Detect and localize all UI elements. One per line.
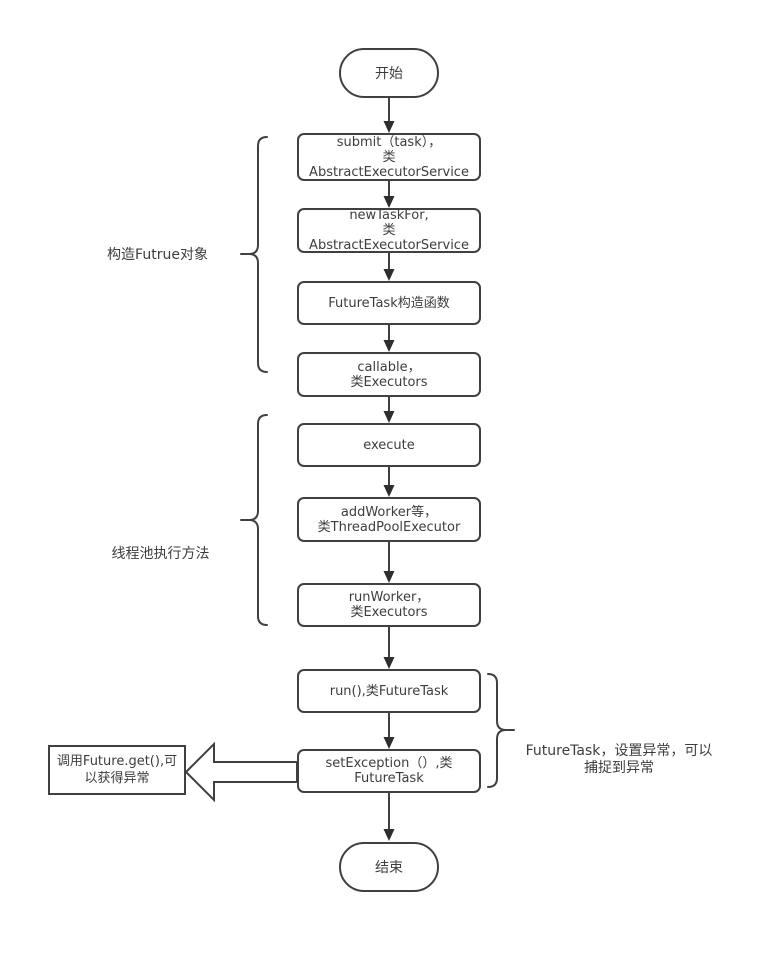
node-text: 结束 <box>375 860 403 876</box>
node-text-line: 类Executors <box>350 374 428 390</box>
flow-node-end: 结束 <box>339 842 439 892</box>
flow-node-newtaskfor: newTaskFor, 类 AbstractExecutorService <box>297 208 481 253</box>
node-text-line: AbstractExecutorService <box>309 238 469 253</box>
node-text-line: addWorker等， <box>340 504 438 520</box>
label-text: 构造Futrue对象 <box>107 247 208 263</box>
node-text-line: 类 <box>382 149 396 165</box>
label-text-line: 捕捉到异常 <box>584 760 654 776</box>
node-text-line: 类Executors <box>350 605 428 620</box>
node-text-line: 类 <box>382 223 396 238</box>
node-text-line: FutureTask <box>354 771 424 786</box>
label-text-line: FutureTask，设置异常，可以 <box>525 743 713 759</box>
node-text-line: setException（）,类 <box>325 756 453 771</box>
label-futuretask-exception: FutureTask，设置异常，可以 捕捉到异常 <box>518 743 720 777</box>
arrowheads <box>383 121 395 841</box>
node-text-line: AbstractExecutorService <box>309 164 469 180</box>
flow-node-setexception: setException（）,类 FutureTask <box>297 749 481 793</box>
node-text: 开始 <box>375 66 403 82</box>
flow-node-callable: callable， 类Executors <box>297 352 481 397</box>
node-text-line: execute <box>363 437 415 453</box>
node-text-line: 类ThreadPoolExecutor <box>317 519 461 535</box>
node-text-line: runWorker， <box>348 590 430 605</box>
right-brace-futuretask <box>487 673 515 788</box>
node-text-line: newTaskFor, <box>349 208 429 223</box>
callout-text-line: 调用Future.get(),可 <box>56 754 178 769</box>
node-text-line: run(),类FutureTask <box>329 683 449 699</box>
node-text-line: submit（task）， <box>336 134 442 150</box>
flow-node-run: run(),类FutureTask <box>297 669 481 713</box>
block-arrow-left <box>184 741 298 803</box>
flow-node-submit: submit（task）， 类 AbstractExecutorService <box>297 133 481 181</box>
flow-node-addworker: addWorker等， 类ThreadPoolExecutor <box>297 497 481 542</box>
callout-box-future-get: 调用Future.get(),可 以获得异常 <box>48 745 186 795</box>
flow-node-futuretask-constructor: FutureTask构造函数 <box>297 281 481 325</box>
left-brace-construct-future <box>240 136 268 373</box>
left-brace-threadpool <box>240 414 268 626</box>
node-text-line: callable， <box>357 359 421 375</box>
node-text-line: FutureTask构造函数 <box>328 295 450 311</box>
label-text: 线程池执行方法 <box>111 546 210 562</box>
callout-text-line: 以获得异常 <box>84 771 150 786</box>
flow-node-runworker: runWorker， 类Executors <box>297 583 481 627</box>
flow-node-execute: execute <box>297 423 481 467</box>
flow-node-start: 开始 <box>339 48 439 98</box>
label-threadpool-exec: 线程池执行方法 <box>78 546 243 563</box>
label-construct-future: 构造Futrue对象 <box>75 247 240 264</box>
